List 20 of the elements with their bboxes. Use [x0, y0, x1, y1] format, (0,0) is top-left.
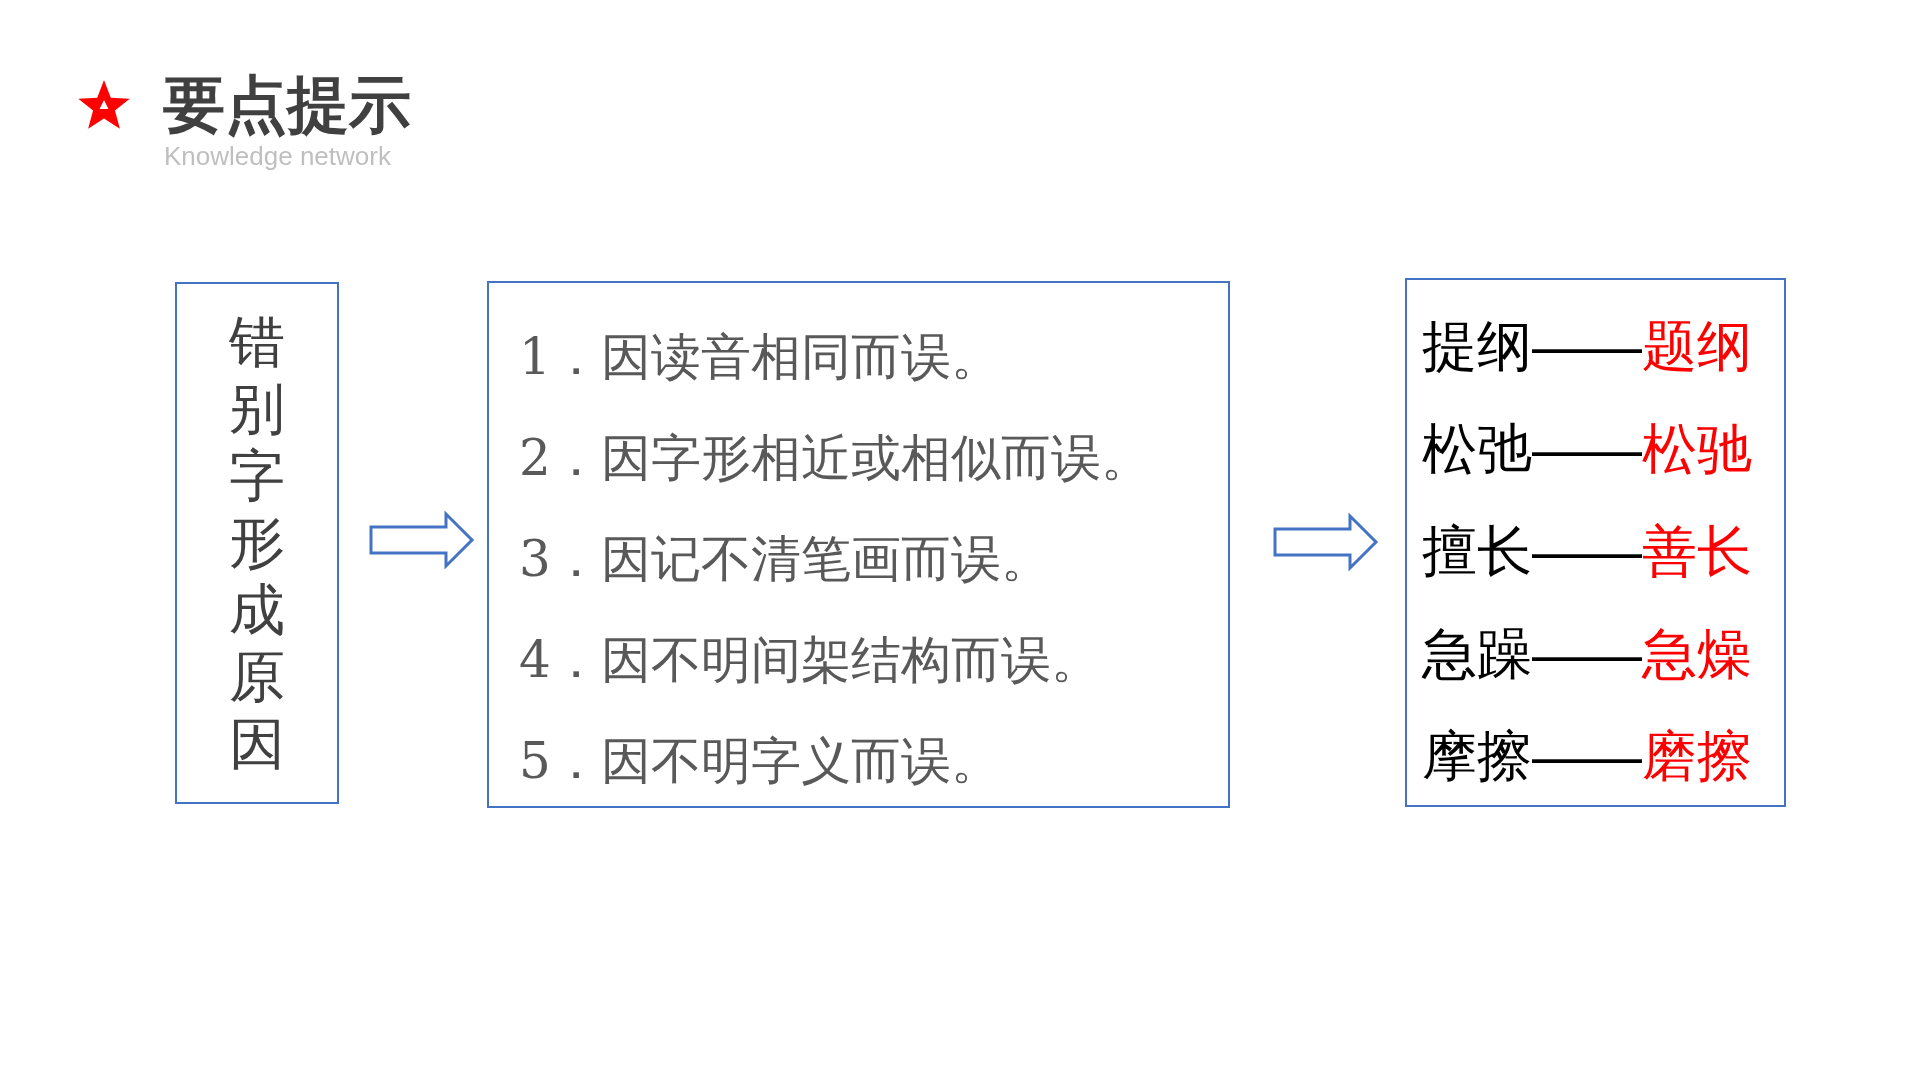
title: 要点提示: [163, 70, 411, 140]
vertical-label: 错别字形成原因: [229, 309, 285, 777]
correct-word: 擅长——: [1422, 520, 1642, 582]
arrow: [1273, 512, 1379, 572]
wrong-word: 题纲: [1642, 315, 1752, 377]
list-item: 5．因不明字义而误。: [519, 731, 1001, 791]
wrong-word: 急燥: [1642, 622, 1752, 685]
correct-word: 提纲——: [1422, 315, 1642, 377]
wrong-word: 善长: [1642, 520, 1752, 582]
wrong-word: 磨擦: [1642, 725, 1752, 787]
wrong-word: 松驰: [1642, 417, 1752, 480]
correct-word: 松弛——: [1422, 417, 1642, 480]
list-item: 3．因记不清笔画而误。: [519, 529, 1051, 589]
list-item: 1．因读音相同而误。: [519, 327, 1001, 387]
correct-word: 摩擦——: [1422, 725, 1642, 787]
arrow: [369, 510, 475, 570]
list-item: 2．因字形相近或相似而误。: [519, 428, 1151, 488]
correct-word: 急躁——: [1422, 622, 1642, 685]
list-item: 4．因不明间架结构而误。: [519, 630, 1101, 690]
subtitle: Knowledge network: [164, 141, 391, 171]
